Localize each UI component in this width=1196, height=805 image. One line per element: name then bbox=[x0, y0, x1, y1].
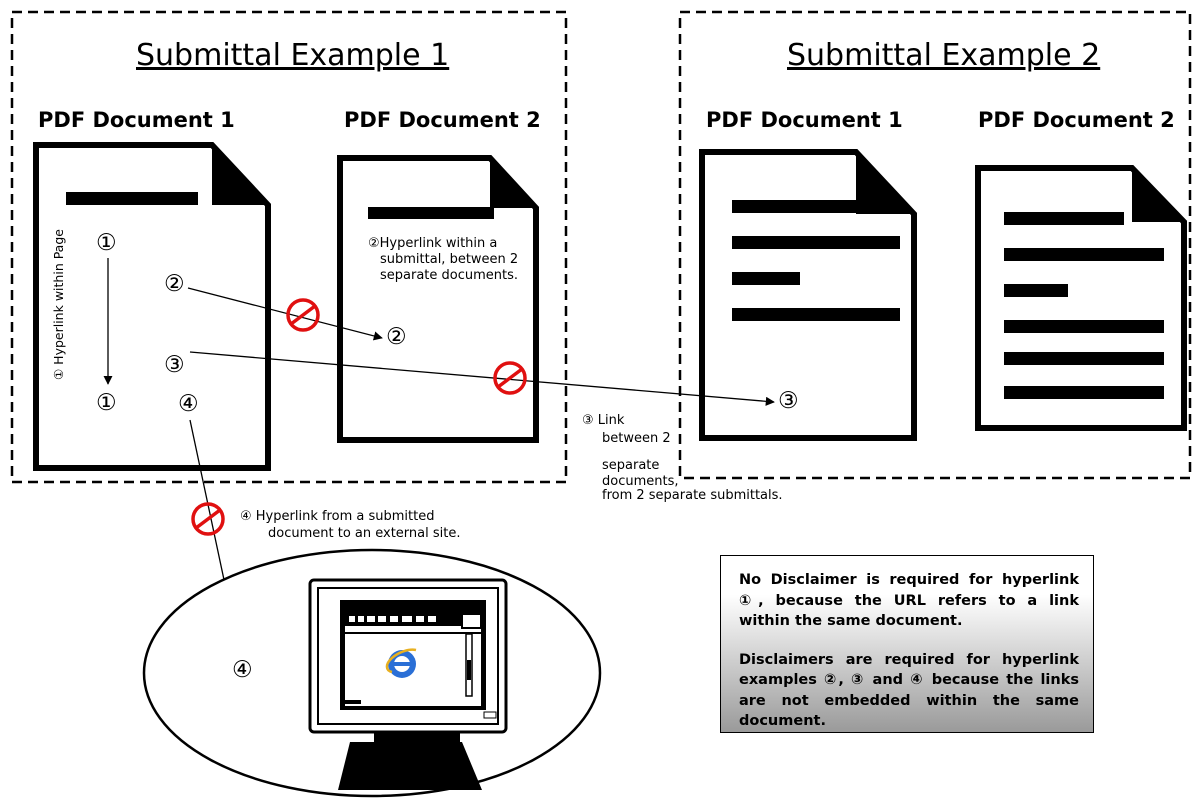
ex2-doc1-label: PDF Document 1 bbox=[706, 108, 903, 132]
ex2-doc2-page bbox=[975, 165, 1187, 431]
link-3-note-line5: from 2 separate submittals. bbox=[602, 488, 783, 503]
disclaimer-paragraph-1: No Disclaimer is required for hyperlink … bbox=[739, 572, 1079, 629]
link-3-note-line3: separate bbox=[602, 458, 660, 473]
marker-4-target: ④ bbox=[232, 657, 253, 683]
ex2-doc2-label: PDF Document 2 bbox=[978, 108, 1175, 132]
link-3-arrow bbox=[189, 351, 775, 406]
link-2-arrow bbox=[187, 287, 383, 341]
example-1-title: Submittal Example 1 bbox=[136, 38, 450, 73]
link-3-note-line2: between 2 bbox=[602, 431, 671, 446]
marker-1-source: ① bbox=[96, 230, 117, 256]
link-1-label: ① Hyperlink within Page bbox=[51, 229, 66, 380]
no-entry-icon bbox=[493, 361, 527, 395]
marker-4-source: ④ bbox=[178, 391, 199, 417]
internet-explorer-icon bbox=[385, 648, 417, 678]
submittal-1-boundary bbox=[10, 10, 568, 484]
link-2-note-line1: ②Hyperlink within a bbox=[368, 236, 498, 251]
ex2-doc1-page bbox=[699, 149, 917, 441]
marker-3-target: ③ bbox=[778, 388, 799, 414]
marker-2-source: ② bbox=[164, 271, 185, 297]
link-3-note-line4: documents, bbox=[602, 474, 679, 489]
marker-3-source: ③ bbox=[164, 352, 185, 378]
marker-1-target: ① bbox=[96, 390, 117, 416]
ex1-doc2-label: PDF Document 2 bbox=[344, 108, 541, 132]
no-entry-icon bbox=[286, 298, 320, 332]
submittal-2-boundary bbox=[678, 10, 1192, 480]
link-4-note-line1: ④ Hyperlink from a submitted bbox=[240, 509, 435, 524]
no-entry-icon bbox=[191, 502, 225, 536]
link-2-note-line3: separate documents. bbox=[380, 268, 519, 283]
ex1-doc1-page bbox=[33, 142, 271, 471]
example-2-title: Submittal Example 2 bbox=[787, 38, 1101, 73]
ex1-doc2-page bbox=[337, 155, 539, 443]
ex1-doc1-label: PDF Document 1 bbox=[38, 108, 235, 132]
disclaimer-paragraph-2: Disclaimers are required for hyperlink e… bbox=[739, 651, 1079, 730]
link-2-note-line2: submittal, between 2 bbox=[380, 252, 519, 267]
link-4-note-line2: document to an external site. bbox=[268, 526, 461, 541]
disclaimer-box: No Disclaimer is required for hyperlink … bbox=[720, 555, 1094, 733]
marker-2-target: ② bbox=[386, 324, 407, 350]
link-3-note-line1: ③ Link bbox=[582, 413, 625, 428]
